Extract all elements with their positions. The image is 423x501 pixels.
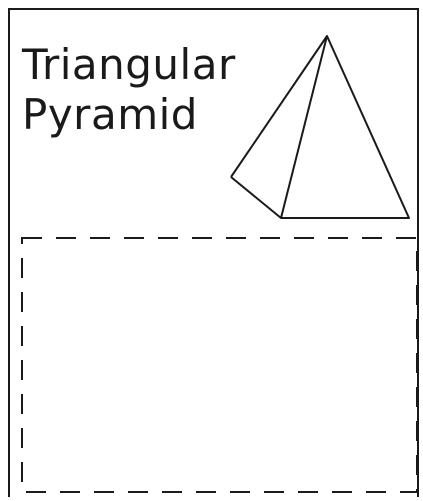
shape-title: Triangular Pyramid [22, 40, 236, 140]
shape-title-line-2: Pyramid [22, 90, 198, 139]
shape-title-line-1: Triangular [22, 40, 236, 89]
